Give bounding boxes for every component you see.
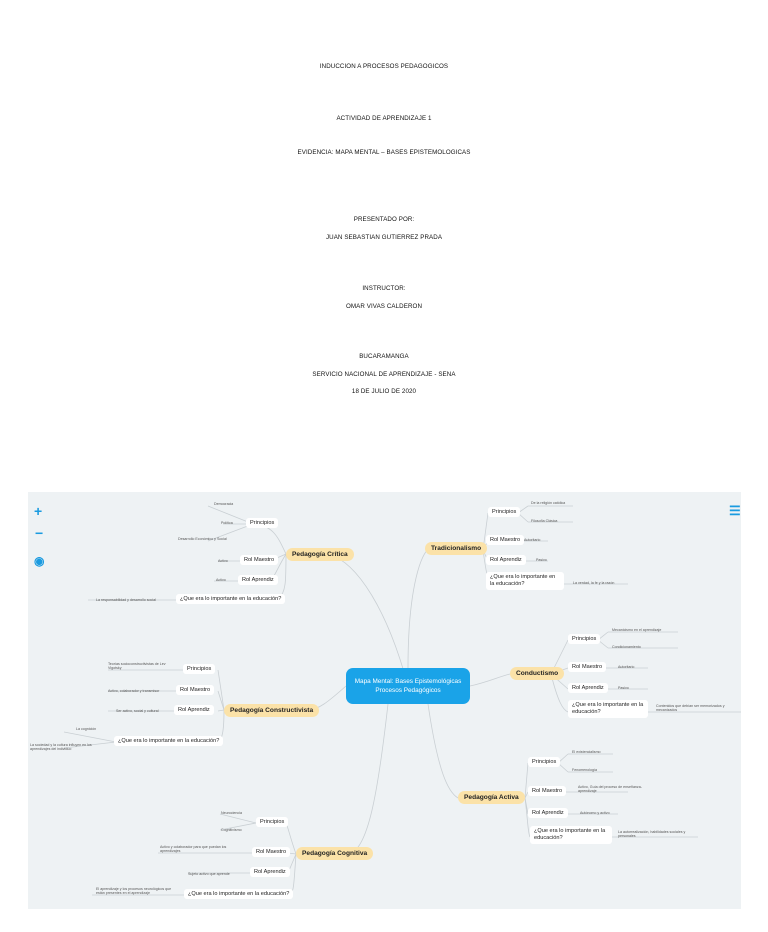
constructivista-importancia-leaf: La sociedad y la cultura influyen en los… <box>30 743 92 752</box>
conductismo-principio-leaf: Condicionamiento <box>612 645 641 649</box>
conductismo-rol-aprendiz-leaf: Pasivo <box>618 686 629 690</box>
topic-pedagogia-activa[interactable]: Pedagogía Activa <box>458 791 525 804</box>
constructivista-rol-maestro[interactable]: Rol Maestro <box>176 685 215 695</box>
topic-pedagogia-cognitiva[interactable]: Pedagogía Cognitiva <box>296 847 374 860</box>
activa-rol-maestro[interactable]: Rol Maestro <box>528 786 567 796</box>
institution: SERVICIO NACIONAL DE APRENDIZAJE - SENA <box>312 371 456 378</box>
cognitiva-importancia-leaf: El aprendizaje y los procesos neurológic… <box>96 887 172 896</box>
critica-rol-aprendiz[interactable]: Rol Aprendiz <box>238 575 278 585</box>
activity-title: ACTIVIDAD DE APRENDIZAJE 1 <box>336 115 432 122</box>
critica-rol-maestro-leaf: Activo <box>218 559 228 563</box>
city: BUCARAMANGA <box>359 353 409 360</box>
mind-map-canvas[interactable]: + − ◉ ☰ Mapa Mental: Bases Epistemológic… <box>28 492 741 909</box>
tradicionalismo-rol-maestro-leaf: Autoritario <box>524 538 541 542</box>
menu-icon[interactable]: ☰ <box>729 503 741 518</box>
activa-importancia-leaf: La autorrealización, habilidades sociale… <box>618 830 686 839</box>
critica-principio-leaf: Política <box>221 521 233 525</box>
instructor-name: OMAR VIVAS CALDERON <box>345 303 423 310</box>
central-topic-line-2: Procesos Pedagógicos <box>375 687 441 694</box>
constructivista-principios[interactable]: Principios <box>183 664 216 674</box>
date: 18 DE JULIO DE 2020 <box>351 388 417 395</box>
conductismo-rol-aprendiz[interactable]: Rol Aprendiz <box>568 683 608 693</box>
conductismo-importancia-leaf: Contenidos que debían ser memorizados y … <box>656 704 725 713</box>
activa-principios[interactable]: Principios <box>528 757 561 767</box>
constructivista-rol-aprendiz-leaf: Ser activo, social y cultural <box>116 709 159 713</box>
critica-principios[interactable]: Principios <box>246 518 279 528</box>
topic-pedagogia-critica[interactable]: Pedagogía Crítica <box>286 548 354 561</box>
conductismo-importancia[interactable]: ¿Que era lo importante en la educación? <box>568 700 648 718</box>
instructor-label: INSTRUCTOR: <box>362 285 406 292</box>
central-topic[interactable]: Mapa Mental: Bases Epistemológicas Proce… <box>346 668 470 704</box>
activa-rol-aprendiz[interactable]: Rol Aprendiz <box>528 808 568 818</box>
cognitiva-rol-maestro[interactable]: Rol Maestro <box>252 847 291 857</box>
tradicionalismo-rol-aprendiz-leaf: Pasivo <box>536 558 547 562</box>
author-name: JUAN SEBASTIAN GUTIERREZ PRADA <box>325 234 443 241</box>
presented-by-label: PRESENTADO POR: <box>353 216 415 223</box>
constructivista-principio-leaf: Teorías socioconstructivistas de Lev Vig… <box>108 662 166 671</box>
tradicionalismo-importancia-leaf: La verdad, la fe y la razón <box>573 581 615 585</box>
cognitiva-rol-maestro-leaf: Activo y colaborador para que puedan los… <box>160 845 227 854</box>
conductismo-rol-maestro[interactable]: Rol Maestro <box>568 662 607 672</box>
activa-principio-leaf: El existencialismo <box>572 750 601 754</box>
tradicionalismo-principios[interactable]: Principios <box>488 507 521 517</box>
conductismo-principio-leaf: Mecanicismo en el aprendizaje <box>612 628 662 632</box>
cognitiva-rol-aprendiz[interactable]: Rol Aprendiz <box>250 867 290 877</box>
critica-importancia-leaf: La responsabilidad y desarrollo social <box>96 598 156 602</box>
cover-page: INDUCCION A PROCESOS PEDAGOGICOS ACTIVID… <box>0 0 768 460</box>
constructivista-importancia-leaf: La cognición <box>76 727 97 731</box>
central-topic-line-1: Mapa Mental: Bases Epistemológicas <box>354 678 462 685</box>
cognitiva-principio-leaf: Neurociencia <box>221 811 242 815</box>
cognitiva-rol-aprendiz-leaf: Sujeto activo que aprende <box>188 872 230 876</box>
tradicionalismo-importancia[interactable]: ¿Que era lo importante en la educación? <box>486 572 564 590</box>
critica-importancia[interactable]: ¿Que era lo importante en la educación? <box>176 594 286 604</box>
evidence-title: EVIDENCIA: MAPA MENTAL – BASES EPISTEMOL… <box>297 149 471 156</box>
conductismo-principios[interactable]: Principios <box>568 634 601 644</box>
zoom-in-button[interactable]: + <box>34 503 43 519</box>
activa-importancia[interactable]: ¿Que era lo importante en la educación? <box>530 826 612 844</box>
course-title: INDUCCION A PROCESOS PEDAGOGICOS <box>319 63 449 70</box>
critica-rol-maestro[interactable]: Rol Maestro <box>240 555 279 565</box>
topic-tradicionalismo[interactable]: Tradicionalismo <box>425 542 488 555</box>
conductismo-rol-maestro-leaf: Autoritario <box>618 665 635 669</box>
topic-conductismo[interactable]: Conductismo <box>510 667 565 680</box>
target-icon[interactable]: ◉ <box>34 554 45 568</box>
constructivista-rol-maestro-leaf: Activo, colaborador y transmisor <box>108 689 160 693</box>
cognitiva-importancia[interactable]: ¿Que era lo importante en la educación? <box>184 889 294 899</box>
tradicionalismo-rol-maestro[interactable]: Rol Maestro <box>486 535 525 545</box>
tradicionalismo-principio-leaf: De la religión católica <box>531 501 566 505</box>
critica-rol-aprendiz-leaf: Activo <box>216 578 226 582</box>
cognitiva-principios[interactable]: Principios <box>256 817 289 827</box>
critica-principio-leaf: Democracia <box>214 502 234 506</box>
cognitiva-principio-leaf: Cognitivismo <box>221 828 242 832</box>
activa-principio-leaf: Fenomenología <box>572 768 597 772</box>
constructivista-rol-aprendiz[interactable]: Rol Aprendiz <box>174 705 214 715</box>
tradicionalismo-principio-leaf: Filosofía Clásica <box>531 519 558 523</box>
topic-pedagogia-constructivista[interactable]: Pedagogía Constructivista <box>224 704 320 717</box>
critica-principio-leaf: Desarrollo Económico y Social <box>178 537 227 541</box>
zoom-out-button[interactable]: − <box>35 525 44 541</box>
tradicionalismo-rol-aprendiz[interactable]: Rol Aprendiz <box>486 555 526 565</box>
activa-rol-maestro-leaf: Activo, Guía del proceso de enseñanza-ap… <box>578 785 642 794</box>
constructivista-importancia[interactable]: ¿Que era lo importante en la educación? <box>114 736 224 746</box>
activa-rol-aprendiz-leaf: Autónomo y activo <box>580 811 610 815</box>
